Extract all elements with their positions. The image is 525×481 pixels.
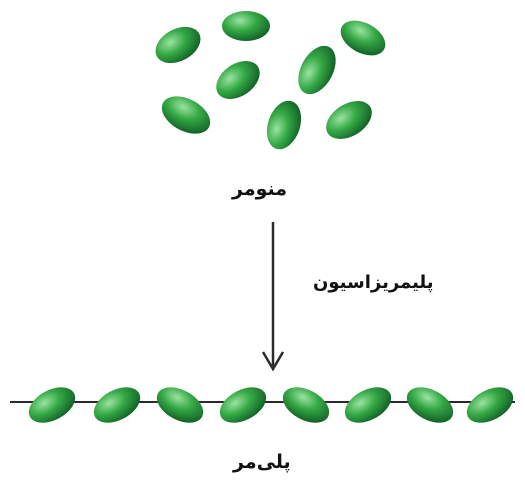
reaction-arrow [263,222,283,369]
monomer-label: منومر [232,178,287,200]
monomer-bead [156,89,217,142]
monomer-cluster [149,11,391,154]
polymer-bead [23,380,81,430]
monomer-bead [149,20,206,71]
polymer-bead [277,380,335,430]
polymer-bead [151,380,209,430]
polymer-bead [214,380,272,430]
polymerization-label: پلیمریزاسیون [313,272,434,293]
monomer-bead [291,40,344,101]
monomer-bead [319,93,378,147]
polymer-bead [88,380,146,430]
monomer-bead [335,13,391,62]
monomer-bead [222,11,270,41]
polymer-chain [10,380,519,430]
polymer-label: پلی‌مر [233,451,291,473]
polymer-bead [401,380,459,430]
polymer-bead [461,380,519,430]
monomer-bead [209,53,267,107]
polymer-bead [339,380,397,430]
monomer-bead [261,96,307,153]
